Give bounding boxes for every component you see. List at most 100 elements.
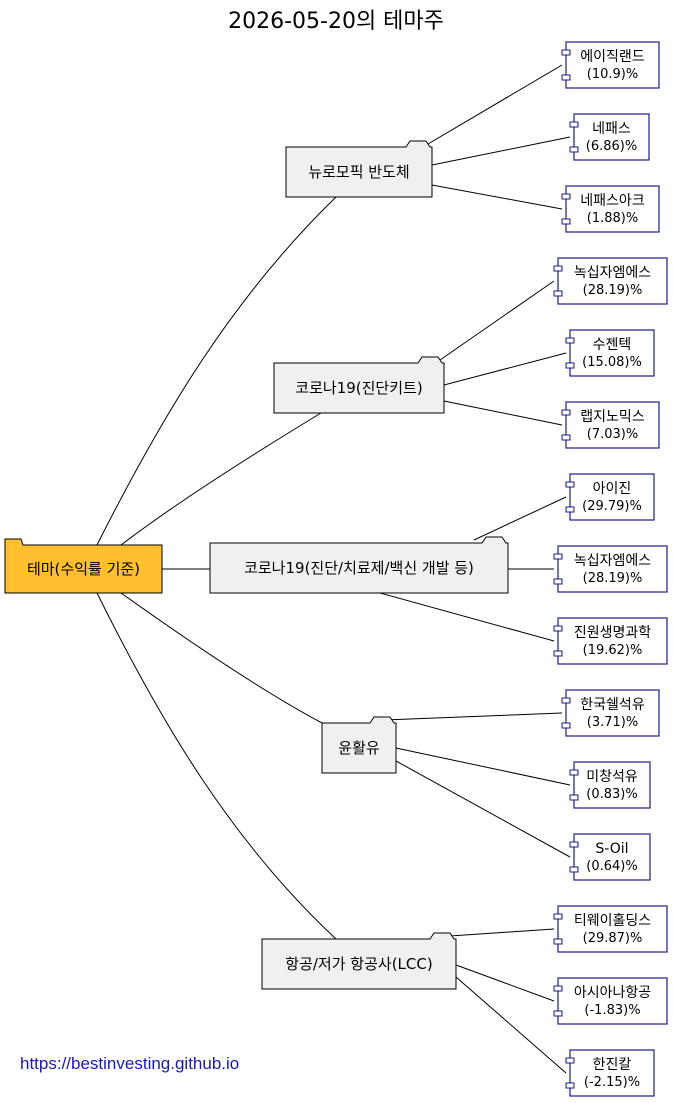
stock-node[interactable]: 네패스아크(1.88)%: [561, 185, 660, 233]
stock-node[interactable]: 에이직랜드 (10.9)%: [561, 41, 660, 89]
component-port-icon: [561, 409, 571, 416]
stock-node[interactable]: 한진칼 (-2.15)%: [565, 1049, 655, 1097]
component-port-icon: [553, 265, 563, 272]
root-label: 테마(수익률 기준): [27, 560, 140, 578]
stock-node[interactable]: S-Oil (0.64)%: [569, 833, 651, 881]
component-port-icon: [569, 841, 579, 848]
stock-node[interactable]: 진원생명과학 (19.62)%: [553, 617, 668, 665]
theme-node[interactable]: 코로나19(진단키트): [273, 356, 445, 414]
root-theme-edge: [96, 196, 337, 546]
stock-name: 수젠텍: [593, 337, 632, 353]
stock-name: 한진칼: [593, 1057, 632, 1073]
theme-node[interactable]: 코로나19(진단/치료제/백신 개발 등): [209, 536, 509, 594]
component-port-icon: [565, 362, 575, 369]
theme-stock-edge: [427, 64, 563, 145]
component-box: [557, 617, 668, 665]
stock-name: S-Oil: [595, 841, 628, 857]
stock-name: 진원생명과학: [574, 625, 651, 641]
component-port-icon: [569, 794, 579, 801]
component-port-icon: [553, 650, 563, 657]
stock-node[interactable]: 한국쉘석유(3.71)%: [561, 689, 660, 737]
stock-return: (1.88)%: [587, 211, 638, 226]
stock-name: 아시아나항공: [574, 985, 651, 1001]
stock-return: (10.9)%: [587, 67, 638, 82]
component-port-icon: [561, 722, 571, 729]
stock-node[interactable]: 녹십자엠에스(28.19)%: [553, 257, 668, 305]
theme-node[interactable]: 뉴로모픽 반도체: [285, 140, 433, 198]
component-port-icon: [553, 1010, 563, 1017]
stock-node[interactable]: 네패스(6.86)%: [569, 113, 650, 161]
component-port-icon: [553, 625, 563, 632]
folder-icon: [209, 536, 509, 594]
component-port-icon: [569, 866, 579, 873]
theme-stock-edge: [383, 712, 563, 721]
root-node[interactable]: 테마(수익률 기준): [4, 538, 163, 594]
stock-node[interactable]: 수젠텍 (15.08)%: [565, 329, 655, 377]
stock-node[interactable]: 녹십자엠에스 (28.19)%: [553, 545, 668, 593]
stock-name: 한국쉘석유: [580, 697, 645, 713]
component-box: [557, 257, 668, 305]
theme-label: 코로나19(진단키트): [295, 379, 422, 397]
component-port-icon: [569, 121, 579, 128]
component-port-icon: [553, 985, 563, 992]
stock-return: (0.64)%: [586, 859, 637, 874]
theme-stock-edge: [395, 747, 571, 786]
theme-stock-edge: [443, 400, 563, 426]
stock-node[interactable]: 미창석유 (0.83)%: [569, 761, 651, 809]
theme-label: 뉴로모픽 반도체: [308, 163, 409, 181]
component-box: [569, 329, 655, 377]
component-box: [557, 905, 668, 953]
component-box: [557, 977, 668, 1025]
stock-name: 녹십자엠에스: [574, 265, 651, 281]
theme-node[interactable]: 윤활유: [321, 716, 397, 774]
component-box: [565, 41, 660, 89]
root-theme-edge: [120, 592, 323, 724]
stock-node[interactable]: 랩지노믹스(7.03)%: [561, 401, 660, 449]
theme-stock-edge: [455, 964, 555, 1002]
stock-return: (28.19)%: [583, 571, 643, 586]
stock-return: (15.08)%: [582, 355, 642, 370]
component-box: [573, 113, 650, 161]
component-port-icon: [565, 506, 575, 513]
theme-stock-edge: [455, 976, 567, 1074]
component-port-icon: [561, 193, 571, 200]
theme-stock-edge: [449, 928, 555, 937]
component-box: [569, 1049, 655, 1097]
stock-name: 미창석유: [586, 769, 638, 785]
component-box: [557, 545, 668, 593]
theme-stock-edge: [473, 496, 567, 541]
stock-return: (-2.15)%: [584, 1075, 640, 1090]
root-folder-shape: [4, 538, 163, 594]
stock-return: (0.83)%: [586, 787, 637, 802]
footer-link[interactable]: https://bestinvesting.github.io: [20, 1054, 239, 1073]
component-box: [573, 833, 651, 881]
stock-return: (7.03)%: [587, 427, 638, 442]
theme-node[interactable]: 항공/저가 항공사(LCC): [261, 932, 457, 990]
component-box: [565, 401, 660, 449]
stock-return: (19.62)%: [583, 643, 643, 658]
component-port-icon: [561, 74, 571, 81]
stock-name: 녹십자엠에스: [574, 553, 651, 569]
theme-label: 윤활유: [338, 739, 380, 757]
theme-stock-edge: [439, 280, 555, 361]
stock-name: 티웨이홀딩스: [574, 913, 651, 929]
page-title: 2026-05-20의 테마주: [228, 9, 444, 34]
stock-node[interactable]: 아이진(29.79)%: [565, 473, 655, 521]
stock-name: 아이진: [593, 481, 632, 497]
stock-return: (-1.83)%: [584, 1003, 640, 1018]
theme-label: 항공/저가 항공사(LCC): [285, 955, 432, 973]
component-port-icon: [565, 1057, 575, 1064]
component-port-icon: [553, 553, 563, 560]
theme-stock-edge: [431, 184, 563, 210]
component-port-icon: [565, 481, 575, 488]
stock-name: 에이직랜드: [580, 49, 645, 65]
stock-node[interactable]: 티웨이홀딩스(29.87)%: [553, 905, 668, 953]
stock-return: (6.86)%: [586, 139, 637, 154]
stock-node[interactable]: 아시아나항공 (-1.83)%: [553, 977, 668, 1025]
folder-icon: [321, 716, 397, 774]
component-port-icon: [561, 697, 571, 704]
root-theme-edge: [96, 592, 337, 940]
component-port-icon: [561, 434, 571, 441]
tree-nodes: 테마(수익률 기준) 뉴로모픽 반도체 에이직랜드 (10.9)% 네패스(6.86)%…: [4, 41, 668, 1097]
